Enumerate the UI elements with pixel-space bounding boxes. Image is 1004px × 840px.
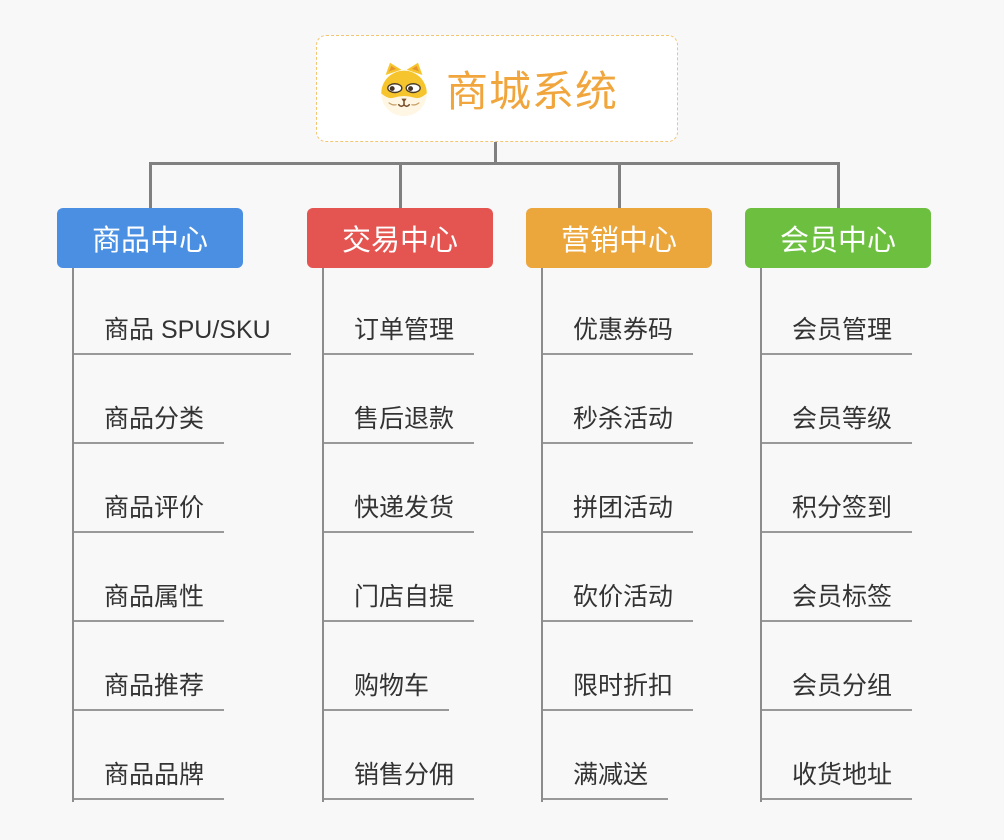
connector-bus: [149, 162, 840, 165]
leaf-node[interactable]: 优惠券码: [541, 266, 712, 355]
connector-drop-products: [149, 164, 152, 208]
branch-leaves: 商品 SPU/SKU 商品分类 商品评价 商品属性 商品推荐 商品品牌: [57, 266, 291, 800]
branch-spine: [72, 268, 74, 802]
branch-header-label: 营销中心: [560, 225, 677, 257]
leaf-node[interactable]: 满减送: [541, 711, 712, 800]
connector-root-stem: [494, 142, 497, 164]
root-node[interactable]: 商城系统: [316, 35, 678, 142]
leaf-node[interactable]: 会员管理: [760, 266, 931, 355]
leaf-node[interactable]: 购物车: [322, 622, 493, 711]
branch-spine: [322, 268, 324, 802]
branch-leaves: 订单管理 售后退款 快递发货 门店自提 购物车 销售分佣: [307, 266, 493, 800]
leaf-node[interactable]: 商品分类: [72, 355, 243, 444]
branch-header-products[interactable]: 商品中心: [57, 208, 243, 268]
leaf-node[interactable]: 商品属性: [72, 533, 243, 622]
branch-header-label: 会员中心: [779, 225, 896, 257]
branch-header-members[interactable]: 会员中心: [745, 208, 931, 268]
dog-face-icon: [376, 61, 432, 117]
branch-leaves: 会员管理 会员等级 积分签到 会员标签 会员分组 收货地址: [745, 266, 931, 800]
branch-header-marketing[interactable]: 营销中心: [526, 208, 712, 268]
branch-header-label: 商品中心: [91, 225, 208, 257]
leaf-node[interactable]: 拼团活动: [541, 444, 712, 533]
leaf-node[interactable]: 会员标签: [760, 533, 931, 622]
leaf-node[interactable]: 销售分佣: [322, 711, 493, 800]
branch-marketing: 营销中心 优惠券码 秒杀活动 拼团活动 砍价活动 限时折扣 满减送: [526, 208, 712, 802]
leaf-node[interactable]: 门店自提: [322, 533, 493, 622]
leaf-node[interactable]: 快递发货: [322, 444, 493, 533]
leaf-node[interactable]: 砍价活动: [541, 533, 712, 622]
connector-drop-trade: [399, 164, 402, 208]
leaf-node[interactable]: 会员等级: [760, 355, 931, 444]
branch-leaves: 优惠券码 秒杀活动 拼团活动 砍价活动 限时折扣 满减送: [526, 266, 712, 800]
branch-header-label: 交易中心: [341, 225, 458, 257]
branch-spine: [541, 268, 543, 802]
leaf-node[interactable]: 订单管理: [322, 266, 493, 355]
root-title: 商城系统: [445, 68, 618, 115]
leaf-node[interactable]: 商品品牌: [72, 711, 243, 800]
leaf-node[interactable]: 商品 SPU/SKU: [72, 266, 291, 355]
leaf-node[interactable]: 商品评价: [72, 444, 243, 533]
leaf-node[interactable]: 售后退款: [322, 355, 493, 444]
branch-trade: 交易中心 订单管理 售后退款 快递发货 门店自提 购物车 销售分佣: [307, 208, 493, 802]
branch-members: 会员中心 会员管理 会员等级 积分签到 会员标签 会员分组 收货地址: [745, 208, 931, 802]
branch-header-trade[interactable]: 交易中心: [307, 208, 493, 268]
leaf-node[interactable]: 收货地址: [760, 711, 931, 800]
branch-products: 商品中心 商品 SPU/SKU 商品分类 商品评价 商品属性 商品推荐 商品品牌: [57, 208, 291, 802]
leaf-node[interactable]: 商品推荐: [72, 622, 243, 711]
leaf-node[interactable]: 积分签到: [760, 444, 931, 533]
leaf-node[interactable]: 会员分组: [760, 622, 931, 711]
branch-spine: [760, 268, 762, 802]
connector-drop-members: [837, 164, 840, 208]
leaf-node[interactable]: 秒杀活动: [541, 355, 712, 444]
leaf-node[interactable]: 限时折扣: [541, 622, 712, 711]
connector-drop-marketing: [618, 164, 621, 208]
